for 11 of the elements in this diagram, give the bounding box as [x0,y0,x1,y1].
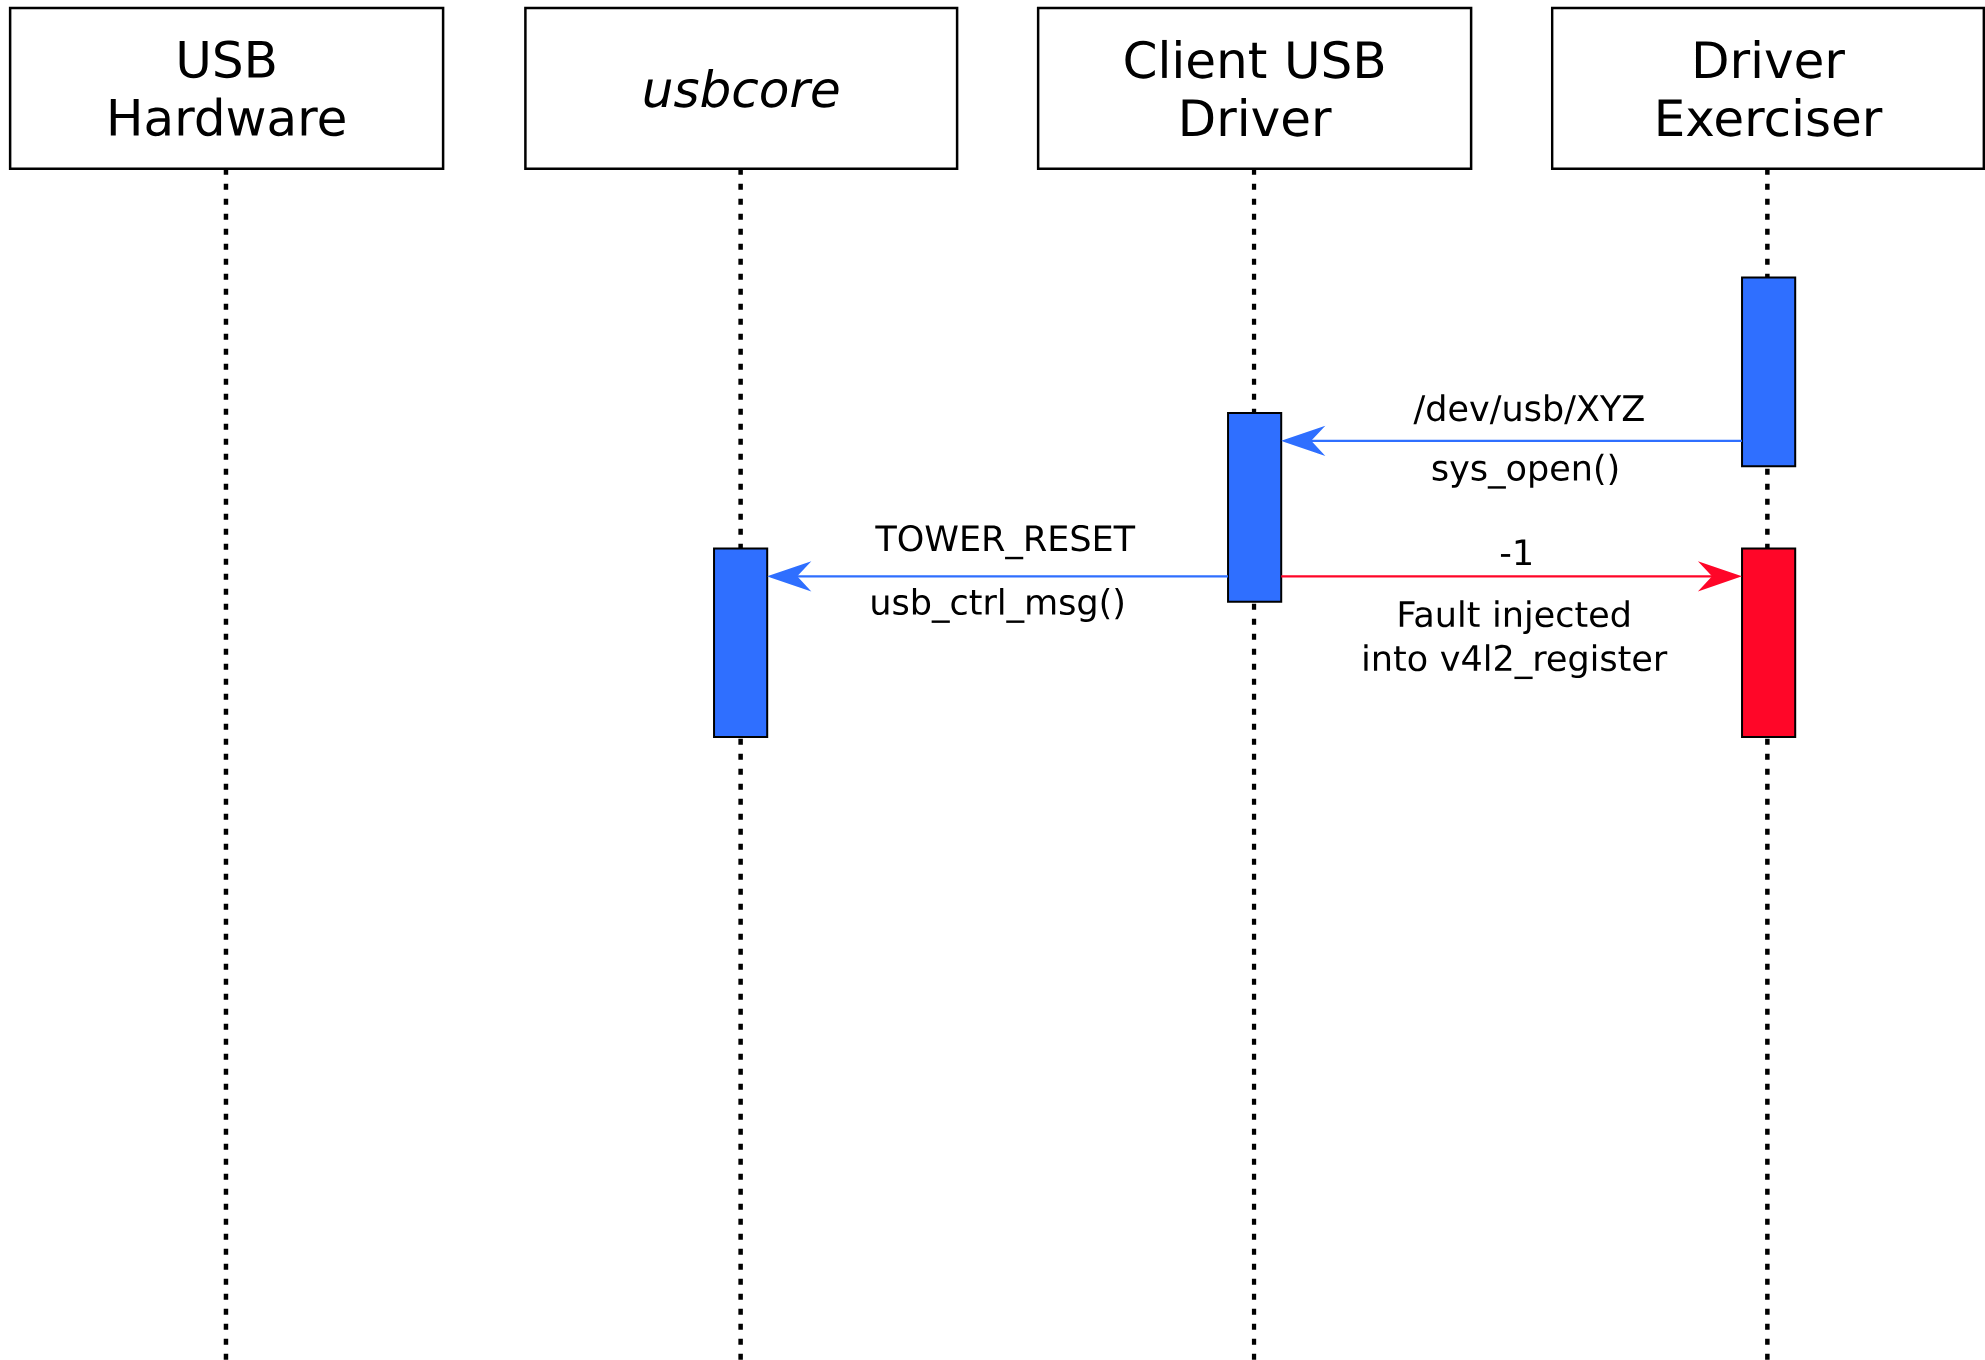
edge-label: -1 [1497,537,1537,568]
edge-label: /dev/usb/XYZ [1411,392,1648,427]
activation-bar [1741,276,1797,468]
participant-box: USB Hardware [8,6,445,170]
participant-box: Driver Exerciser [1550,6,1985,170]
message-note: sys_open() [1432,453,1618,489]
message-note: usb_ctrl_msg() [872,588,1123,623]
message-note: Fault injected into v4l2_register [1364,600,1668,680]
participant-box: Client USB Driver [1036,6,1473,170]
edge-label: TOWER_RESET [873,523,1137,562]
participant-box: usbcore [524,6,959,170]
